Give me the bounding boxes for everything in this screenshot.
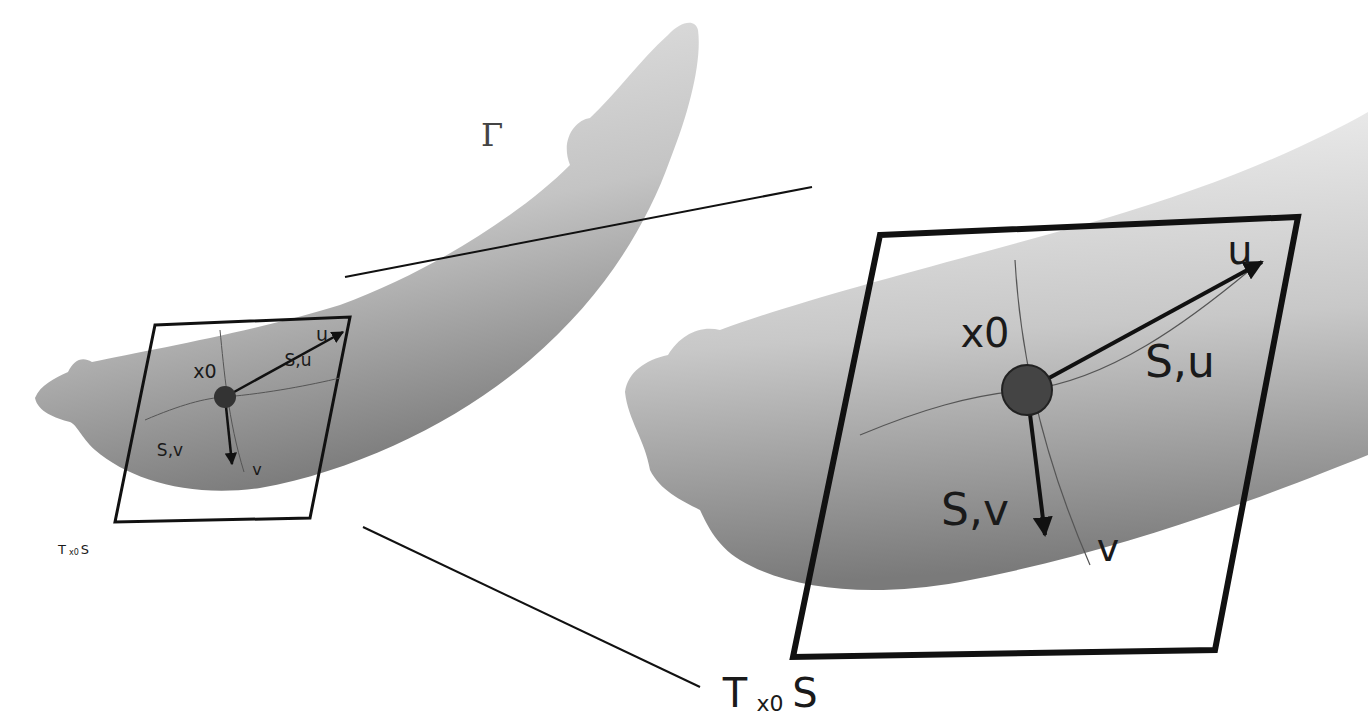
surface-name: Γ — [481, 119, 503, 151]
tangent-plane — [115, 317, 350, 522]
point-x0 — [214, 386, 236, 408]
vector-label: S,u — [285, 352, 312, 369]
tangent-plane-zoom — [793, 217, 1298, 657]
vector-label: S,v — [941, 488, 1009, 532]
zoom-line — [345, 187, 812, 277]
vector-arrow — [1027, 262, 1262, 390]
point-label: x0 — [193, 362, 216, 381]
surface-body-zoom — [625, 112, 1368, 590]
plane-label: x0 — [69, 549, 79, 557]
point-x0 — [1002, 365, 1052, 415]
vector-label: v — [252, 462, 261, 478]
zoom-line — [363, 527, 700, 687]
plane-label: S — [792, 673, 817, 713]
plane-label: S — [81, 543, 89, 556]
vector-label: u — [1227, 230, 1252, 270]
vector-label: v — [1097, 529, 1120, 567]
plane-label: T — [58, 543, 66, 556]
vector-label: u — [316, 325, 328, 344]
surface-curve — [860, 270, 1250, 435]
plane-label: T — [723, 673, 747, 713]
vector-label: S,v — [157, 442, 183, 459]
plane-label: x0 — [756, 693, 783, 715]
surface-curve — [145, 378, 340, 420]
vector-label: S,u — [1145, 340, 1215, 384]
point-label: x0 — [960, 313, 1009, 353]
